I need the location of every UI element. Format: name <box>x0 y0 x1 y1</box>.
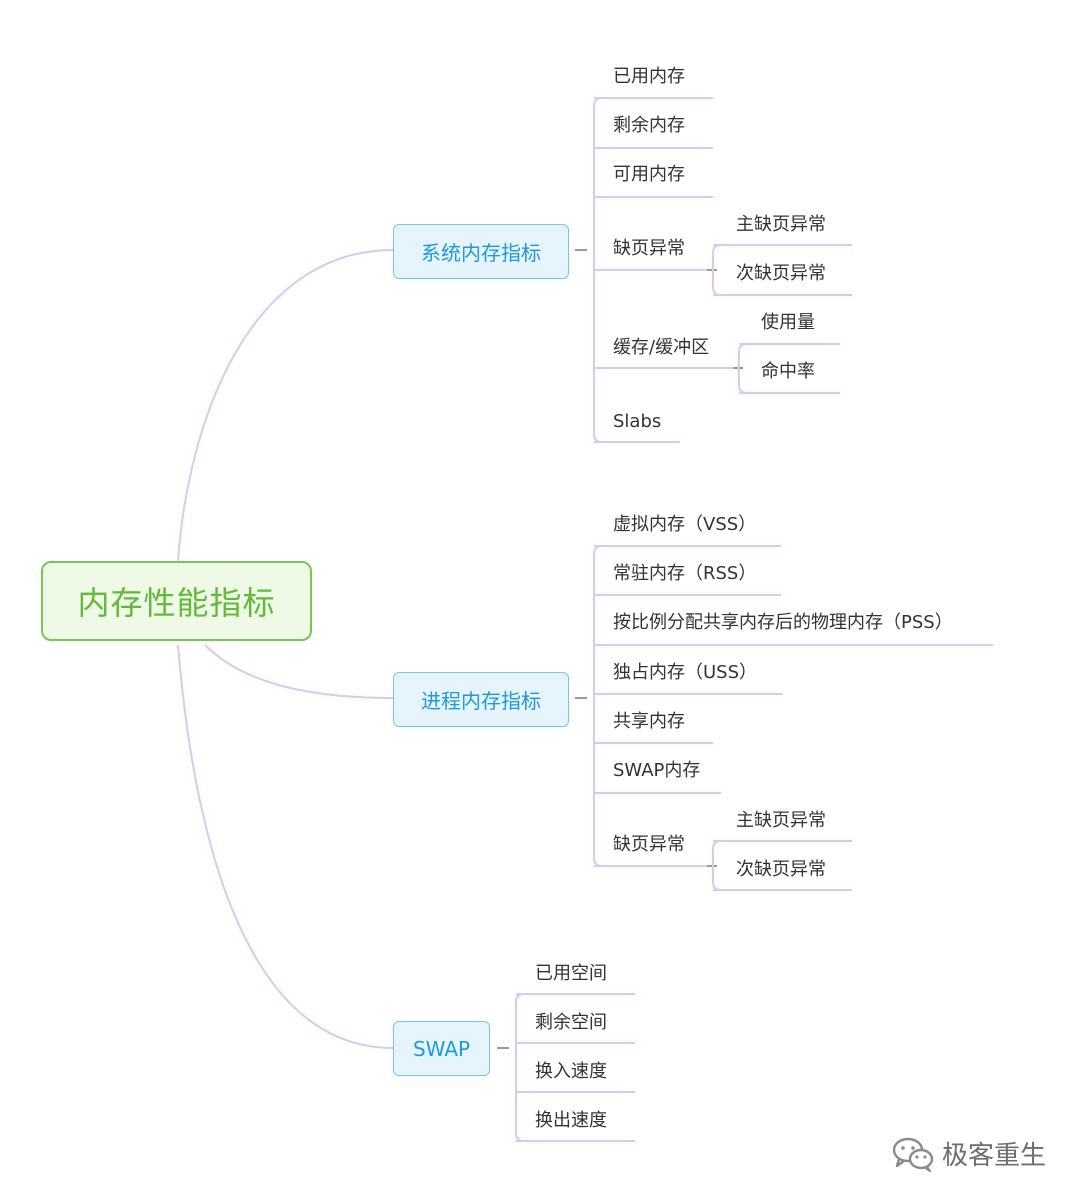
branch-swap-spine <box>515 993 525 1142</box>
watermark: 极客重生 <box>892 1135 1046 1172</box>
root-node[interactable]: 内存性能指标 <box>41 561 312 641</box>
leaf-node[interactable]: 独占内存（USS） <box>613 662 758 683</box>
branch-process-memory[interactable]: 进程内存指标 <box>393 672 569 727</box>
leaf-node[interactable]: 常驻内存（RSS） <box>613 563 757 584</box>
leaf-node[interactable]: 已用空间 <box>535 963 607 984</box>
leaf-node[interactable]: 缺页异常 <box>613 238 685 259</box>
leaf-node[interactable]: 按比例分配共享内存后的物理内存（PSS） <box>613 612 953 633</box>
branch-label: 系统内存指标 <box>421 241 541 265</box>
root-to-branch-process <box>204 644 394 699</box>
leaf-node[interactable]: Slabs <box>613 411 662 432</box>
leaf-node[interactable]: 共享内存 <box>613 711 685 732</box>
root-label: 内存性能指标 <box>77 584 276 622</box>
subleaf-node[interactable]: 次缺页异常 <box>736 859 826 880</box>
root-to-branch-swap <box>177 644 394 1049</box>
leaf-node[interactable]: 可用内存 <box>613 164 685 185</box>
subleaf-node[interactable]: 主缺页异常 <box>736 214 826 235</box>
leaf-node[interactable]: 缓存/缓冲区 <box>613 337 710 358</box>
leaf-node[interactable]: 已用内存 <box>613 66 685 87</box>
subleaf-node[interactable]: 次缺页异常 <box>736 263 826 284</box>
watermark-text: 极客重生 <box>941 1141 1046 1171</box>
branch-label: 进程内存指标 <box>421 689 541 713</box>
branch-swap[interactable]: SWAP <box>393 1021 490 1076</box>
branch-label: SWAP <box>412 1036 471 1061</box>
wechat-icon <box>892 1137 934 1172</box>
branch-system-memory[interactable]: 系统内存指标 <box>393 224 569 279</box>
subleaf-node[interactable]: 命中率 <box>761 361 815 382</box>
leaf-node[interactable]: 剩余内存 <box>613 115 685 136</box>
leaf-node[interactable]: 换入速度 <box>535 1061 607 1082</box>
leaf-node[interactable]: SWAP内存 <box>613 760 701 781</box>
leaf-node[interactable]: 虚拟内存（VSS） <box>613 514 757 535</box>
subleaf-node[interactable]: 使用量 <box>761 312 815 333</box>
leaf-node[interactable]: 换出速度 <box>535 1110 607 1131</box>
subleaf-node[interactable]: 主缺页异常 <box>736 810 826 831</box>
leaf-node[interactable]: 剩余空间 <box>535 1012 607 1033</box>
leaf-node[interactable]: 缺页异常 <box>613 834 685 855</box>
root-to-branch-system <box>177 249 394 562</box>
